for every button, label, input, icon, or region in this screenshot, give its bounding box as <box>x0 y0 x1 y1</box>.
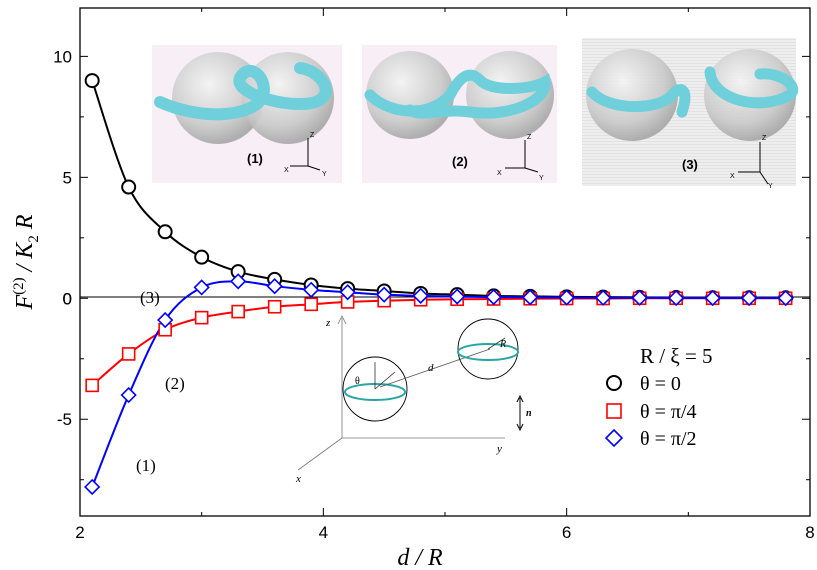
schematic-n: n <box>526 408 532 419</box>
x-tick-label: 4 <box>319 523 328 542</box>
triad-y-2: Y <box>539 175 544 182</box>
data-point-diamond <box>84 478 101 496</box>
data-point-square <box>194 310 209 325</box>
x-tick-label: 6 <box>562 523 571 542</box>
schematic-R: R <box>499 339 506 350</box>
data-point-diamond <box>449 288 466 305</box>
data-point-circle <box>157 224 173 240</box>
schematic-y-label: y <box>496 443 502 455</box>
legend-marker-square <box>606 403 622 419</box>
triad-y-3: Y <box>768 183 773 190</box>
schematic-d: d <box>428 362 434 374</box>
y-tick-label: -5 <box>57 410 72 429</box>
data-point-diamond <box>558 289 575 306</box>
schematic-x-axis <box>297 437 343 471</box>
annotation-3: (3) <box>140 288 160 307</box>
schematic-theta: θ <box>355 376 360 387</box>
x-tick-label: 8 <box>805 523 814 542</box>
data-point-diamond <box>485 288 502 306</box>
data-point-square <box>231 304 245 319</box>
data-point-diamond <box>339 284 356 301</box>
data-point-circle <box>121 179 137 195</box>
data-point-diamond <box>193 279 210 296</box>
data-point-circle <box>84 73 100 89</box>
data-point-diamond <box>704 289 721 307</box>
schematic-z-label: z <box>325 317 331 329</box>
data-point-diamond <box>230 273 247 290</box>
triad-z-3: Z <box>762 135 767 142</box>
legend-marker-circle <box>606 375 622 391</box>
data-point-diamond <box>668 289 685 307</box>
schematic-x-label: x <box>295 473 301 485</box>
data-point-diamond <box>777 289 794 307</box>
y-axis-title: F(2) / K2 R <box>11 214 42 310</box>
inset-label-2: (2) <box>452 154 468 169</box>
series-group <box>84 73 794 496</box>
x-tick-label: 2 <box>75 523 84 542</box>
triad-x-2: X <box>497 170 502 177</box>
data-point-circle <box>194 249 210 265</box>
data-point-square <box>85 378 99 393</box>
y-tick-label: 0 <box>63 289 72 308</box>
annotation-1: (1) <box>136 456 156 475</box>
legend-entry-1: θ = π/4 <box>640 401 697 423</box>
inset-label-3: (3) <box>682 157 698 172</box>
schematic-inset: z y x θ d R n <box>295 315 532 485</box>
data-point-diamond <box>412 287 429 304</box>
data-point-diamond <box>595 289 612 306</box>
axis-triad-2 <box>505 140 539 173</box>
triad-z-2: Z <box>527 134 532 141</box>
inset-label-1: (1) <box>247 151 263 166</box>
data-point-diamond <box>522 289 539 306</box>
data-point-square <box>267 299 282 314</box>
axis-triad-1 <box>290 138 321 171</box>
data-point-diamond <box>376 286 393 303</box>
triad-x-3: X <box>730 173 735 180</box>
data-point-diamond <box>266 278 283 295</box>
x-axis-title: d / R <box>397 545 443 570</box>
legend: R / ξ = 5 θ = 0 θ = π/4 θ = π/2 <box>604 344 713 450</box>
legend-marker-diamond <box>604 428 624 448</box>
data-point-diamond <box>303 281 320 298</box>
legend-header: R / ξ = 5 <box>640 344 713 368</box>
data-point-square <box>121 347 136 361</box>
y-tick-label: 5 <box>63 168 72 187</box>
data-point-diamond <box>631 289 648 306</box>
legend-entry-0: θ = 0 <box>640 373 681 395</box>
triad-z-1: Z <box>310 132 315 139</box>
data-point-diamond <box>157 311 174 329</box>
triad-y-1: Y <box>322 171 327 178</box>
y-tick-label: 0 <box>63 289 72 308</box>
inset-panel-3: (3) Z X Y <box>582 38 798 190</box>
annotation-2: (2) <box>165 374 185 393</box>
inset-panel-2: (2) Z X Y <box>362 45 557 183</box>
triad-x-1: X <box>284 167 289 174</box>
y-tick-label: 10 <box>53 47 72 66</box>
data-point-diamond <box>741 289 758 307</box>
axis-triad-3 <box>738 142 769 185</box>
data-point-diamond <box>120 386 137 404</box>
data-point-square <box>304 297 318 312</box>
inset-panel-1: (1) Z X Y <box>152 45 342 183</box>
legend-entry-2: θ = π/2 <box>640 428 697 450</box>
